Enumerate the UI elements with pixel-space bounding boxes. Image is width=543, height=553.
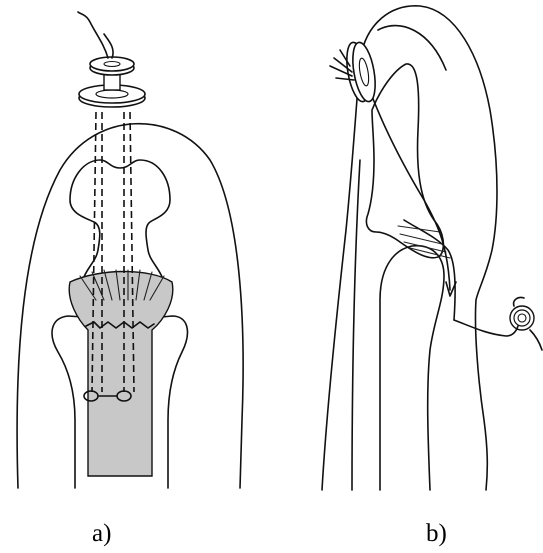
button-a-icon (79, 57, 145, 107)
suture-path-b (366, 80, 450, 290)
suture-exit-b (454, 320, 518, 336)
panel-b-drawing (322, 6, 542, 490)
nail-fold (378, 26, 446, 70)
flexor-tendon-b (404, 220, 455, 320)
suture-tail-a (78, 12, 113, 58)
suture-coil-icon (510, 297, 542, 350)
distal-phalanx-b (366, 64, 443, 258)
flexor-tendon (69, 272, 173, 477)
panel-a-drawing (17, 12, 243, 488)
panel-a-label: a) (92, 521, 111, 546)
button-b-icon (343, 41, 379, 104)
middle-phalanx-b (380, 246, 444, 490)
panel-b-label: b) (426, 521, 447, 546)
